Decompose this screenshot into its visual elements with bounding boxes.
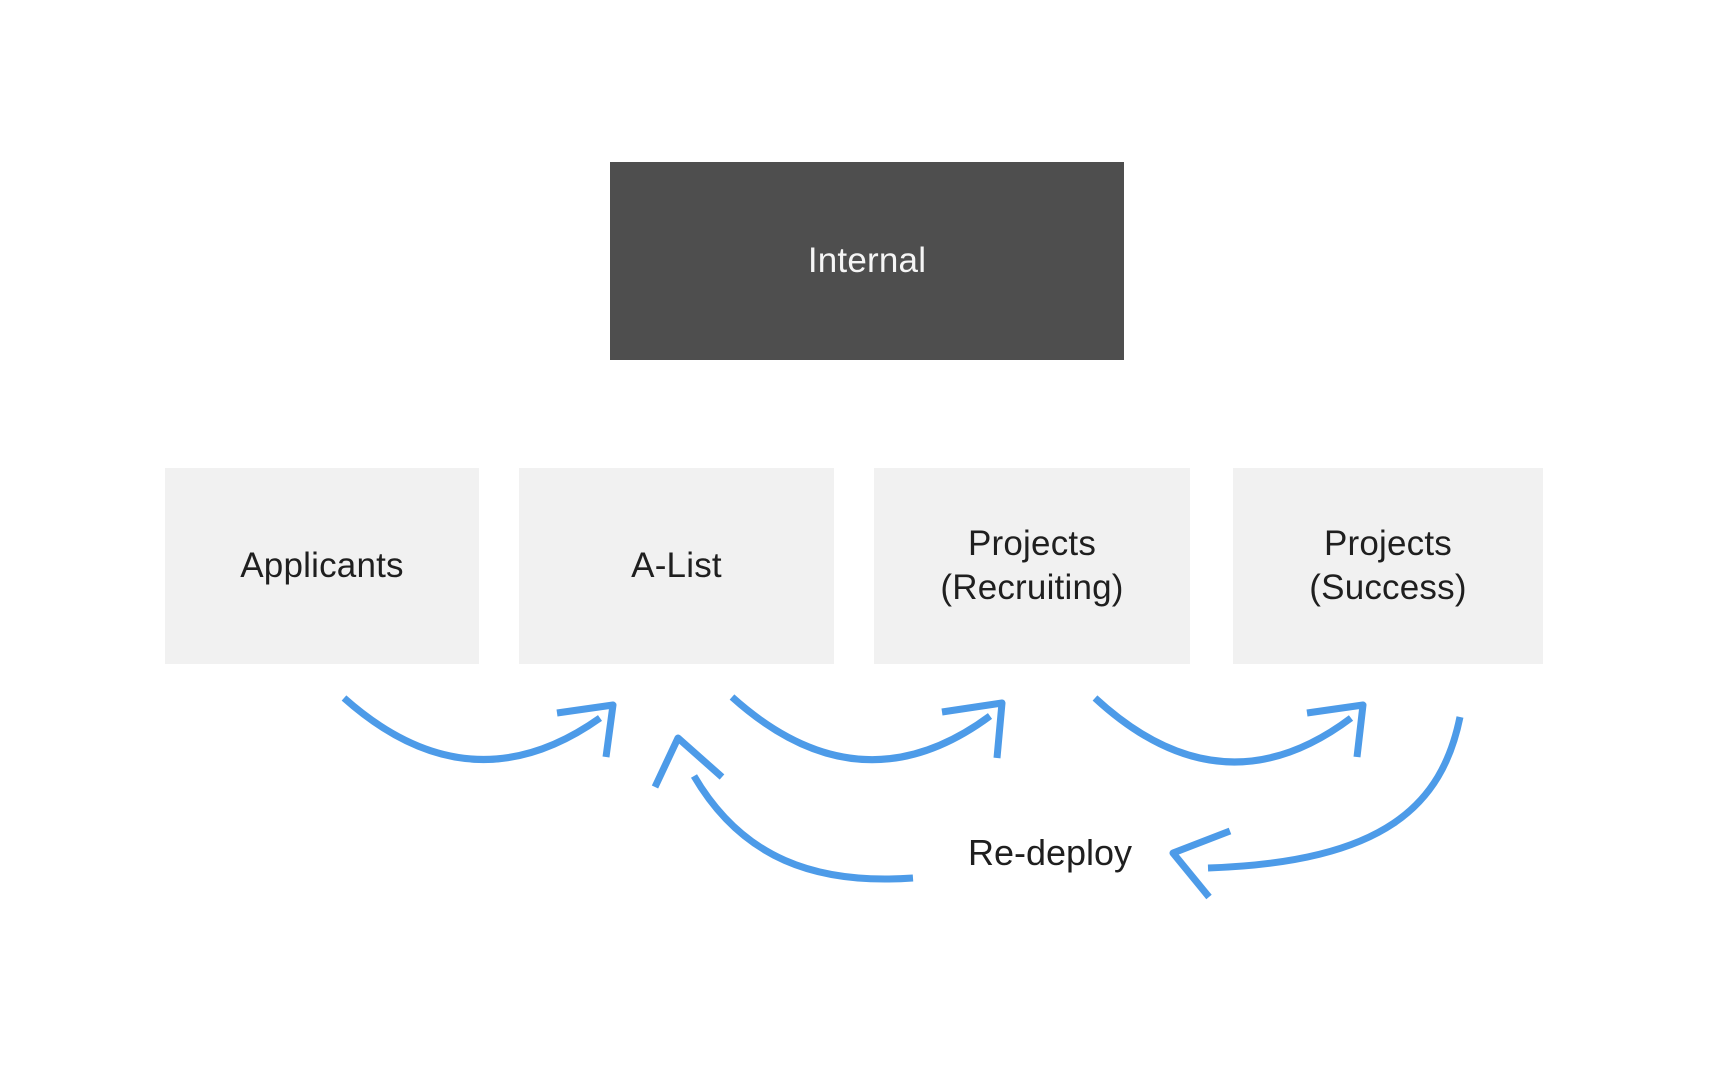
arrow-redeploy-from-projects-success [1169, 716, 1464, 900]
node-internal: Internal [610, 162, 1124, 360]
node-applicants: Applicants [165, 468, 479, 664]
arrow-projects-recruiting-to-projects-success [1092, 695, 1367, 766]
arrow-alist-to-projects-recruiting [729, 694, 1006, 764]
node-projects-recruiting-label: Projects (Recruiting) [940, 524, 1124, 607]
node-a-list: A-List [519, 468, 834, 664]
arrow-redeploy-to-alist [651, 734, 914, 883]
node-projects-recruiting: Projects (Recruiting) [874, 468, 1190, 664]
node-projects-success: Projects (Success) [1233, 468, 1543, 664]
node-internal-label: Internal [807, 241, 927, 280]
node-a-list-label: A-List [631, 546, 722, 585]
node-projects-success-label: Projects (Success) [1309, 524, 1467, 607]
arrow-applicants-to-alist [341, 695, 617, 763]
redeploy-label: Re-deploy [967, 832, 1133, 873]
node-applicants-label: Applicants [240, 546, 404, 585]
